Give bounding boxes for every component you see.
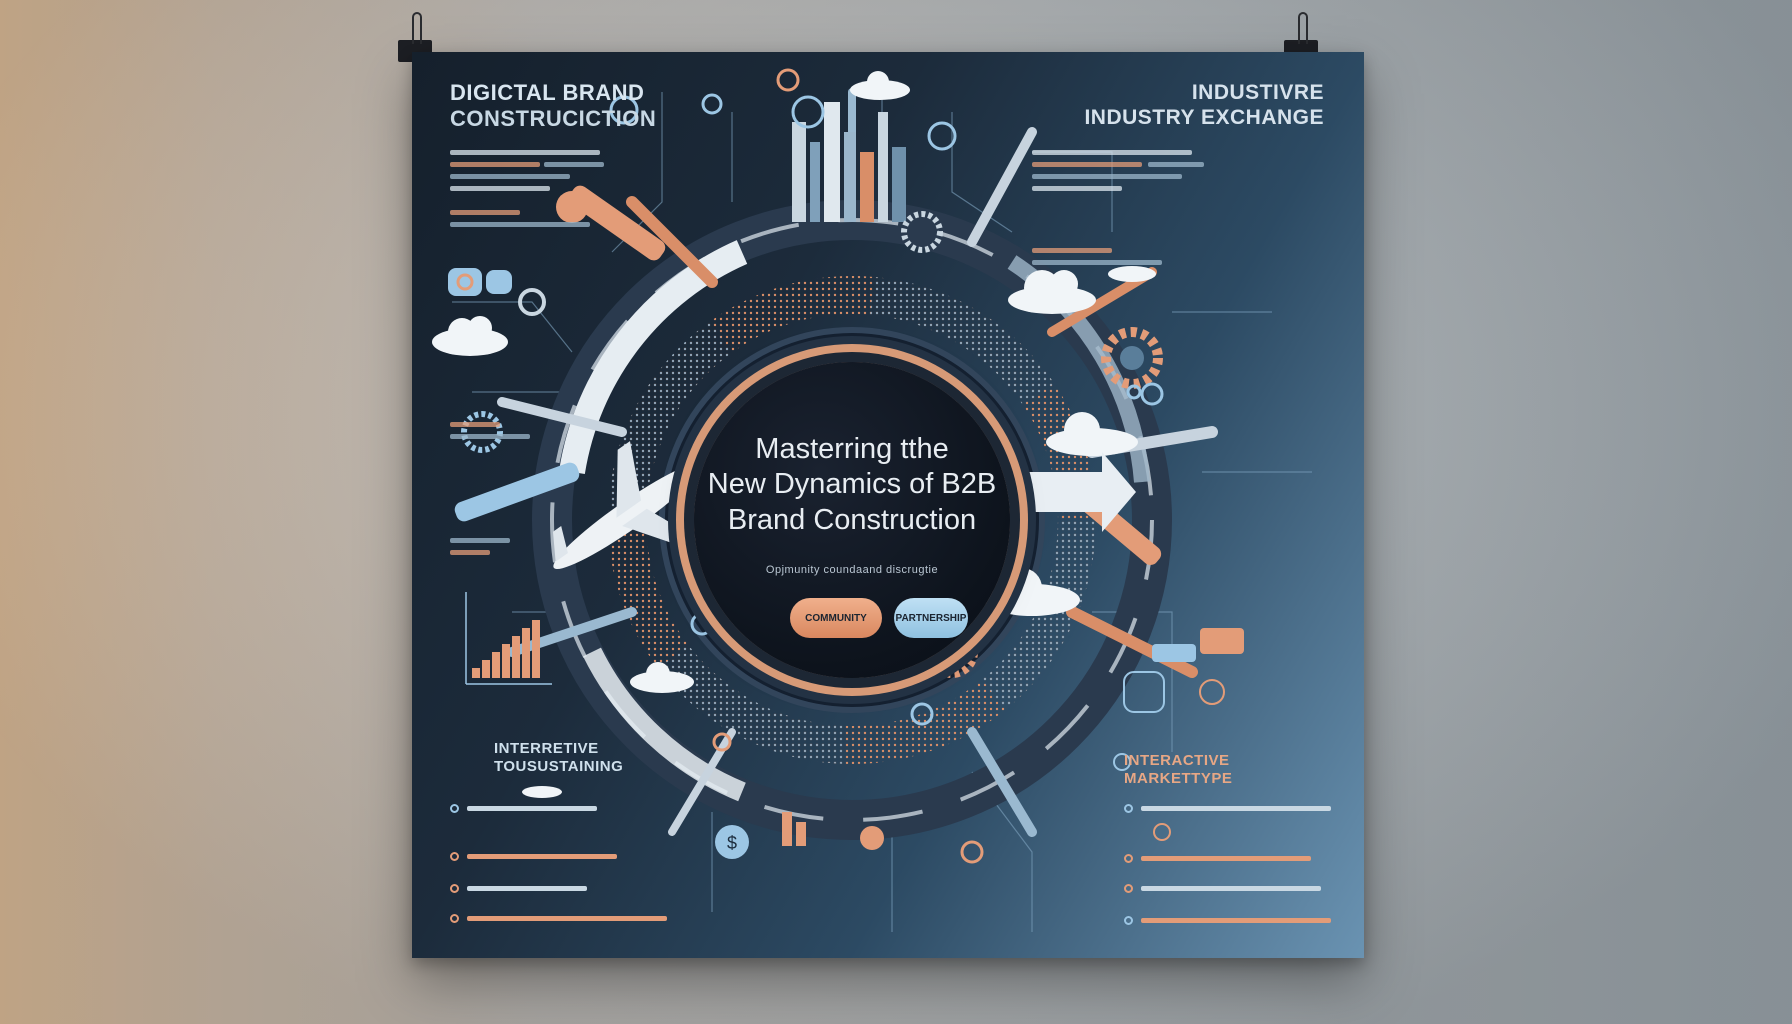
center-title-line: Masterring tthe bbox=[755, 433, 949, 465]
bullet-icon bbox=[1124, 854, 1133, 863]
text-placeholder bbox=[1141, 856, 1311, 861]
center-title-line: Brand Construction bbox=[727, 503, 977, 536]
cloud-shapes bbox=[432, 71, 1156, 798]
icon-circles bbox=[609, 68, 1164, 752]
bullet-icon bbox=[1124, 804, 1133, 813]
text-placeholder bbox=[450, 174, 570, 179]
text-placeholder bbox=[450, 550, 490, 555]
city-skyline bbox=[792, 102, 906, 222]
text-placeholder bbox=[467, 916, 667, 921]
bullet-icon bbox=[1124, 916, 1133, 925]
heading-digital-brand: DIGICTAL BRAND CONSTRUCICTION bbox=[450, 80, 656, 133]
text-placeholder bbox=[544, 162, 604, 167]
text-placeholder bbox=[1148, 162, 1204, 167]
heading-line: CONSTRUCICTION bbox=[450, 106, 657, 132]
bottom-icons: $ bbox=[715, 812, 984, 864]
speech-bubbles bbox=[448, 268, 1244, 662]
text-placeholder bbox=[450, 538, 510, 543]
text-placeholder bbox=[450, 434, 530, 439]
bullet-item bbox=[1124, 804, 1331, 813]
bar-chart-left bbox=[465, 592, 552, 685]
bullet-item bbox=[1124, 916, 1331, 925]
text-placeholder bbox=[1032, 162, 1142, 167]
partnership-pill: PARTNERSHIP bbox=[894, 598, 968, 638]
text-placeholder bbox=[1141, 918, 1331, 923]
bullet-item bbox=[1124, 884, 1321, 893]
text-placeholder bbox=[1032, 150, 1192, 155]
text-placeholder bbox=[450, 162, 540, 167]
bullet-icon bbox=[450, 884, 459, 893]
center-title-line: New Dynamics of B2B bbox=[707, 468, 997, 501]
bullet-item bbox=[450, 852, 617, 861]
heading-line: INDUSTRY EXCHANGE bbox=[1084, 106, 1324, 130]
svg-text:$: $ bbox=[727, 833, 737, 853]
heading-line: MARKETTYPE bbox=[1124, 770, 1233, 787]
text-placeholder bbox=[467, 886, 587, 891]
flow-chart-icons bbox=[1113, 671, 1225, 841]
text-placeholder bbox=[1141, 886, 1321, 891]
bullet-item bbox=[1124, 854, 1311, 863]
text-placeholder bbox=[467, 806, 597, 811]
heading-line: DIGICTAL BRAND bbox=[450, 80, 645, 105]
right-arrow bbox=[1012, 452, 1136, 532]
bullet-item bbox=[450, 914, 667, 923]
heading-line: TOUSUSTAINING bbox=[494, 758, 624, 775]
center-subtitle: Opjmunity coundaand discrugtie bbox=[765, 564, 939, 576]
community-pill: COMMUNITY bbox=[790, 598, 882, 638]
center-title: Masterring tthe New Dynamics of B2B Bran… bbox=[694, 432, 1010, 538]
heading-interactive-marketing: INTERACTIVE MARKETTYPE bbox=[1124, 752, 1232, 788]
bullet-item bbox=[450, 804, 597, 813]
bullet-icon bbox=[1124, 884, 1133, 893]
text-placeholder bbox=[450, 422, 500, 427]
text-placeholder bbox=[1032, 186, 1122, 191]
text-placeholder bbox=[450, 186, 550, 191]
airplane-illustration bbox=[552, 441, 702, 569]
text-placeholder bbox=[1032, 174, 1182, 179]
bullet-icon bbox=[450, 852, 459, 861]
text-placeholder bbox=[1141, 806, 1331, 811]
heading-industry-exchange: INDUSTIVRE INDUSTRY EXCHANGE bbox=[1084, 80, 1324, 130]
text-placeholder bbox=[450, 222, 590, 227]
text-placeholder bbox=[1032, 248, 1112, 253]
text-placeholder bbox=[450, 150, 600, 155]
infographic-poster: $ DIGICTAL BRAND CONSTRUCICTION INDUSTIV… bbox=[412, 52, 1364, 958]
bullet-icon bbox=[450, 914, 459, 923]
text-placeholder bbox=[467, 854, 617, 859]
bullet-item bbox=[450, 884, 587, 893]
heading-line: INDUSTIVRE bbox=[1191, 81, 1324, 104]
heading-line: INTERRETIVE bbox=[494, 740, 599, 757]
bullet-icon bbox=[450, 804, 459, 813]
text-placeholder bbox=[1032, 260, 1162, 265]
heading-line: INTERACTIVE bbox=[1124, 752, 1230, 769]
heading-interpretive: INTERRETIVE TOUSUSTAINING bbox=[494, 740, 623, 776]
text-placeholder bbox=[450, 210, 520, 215]
